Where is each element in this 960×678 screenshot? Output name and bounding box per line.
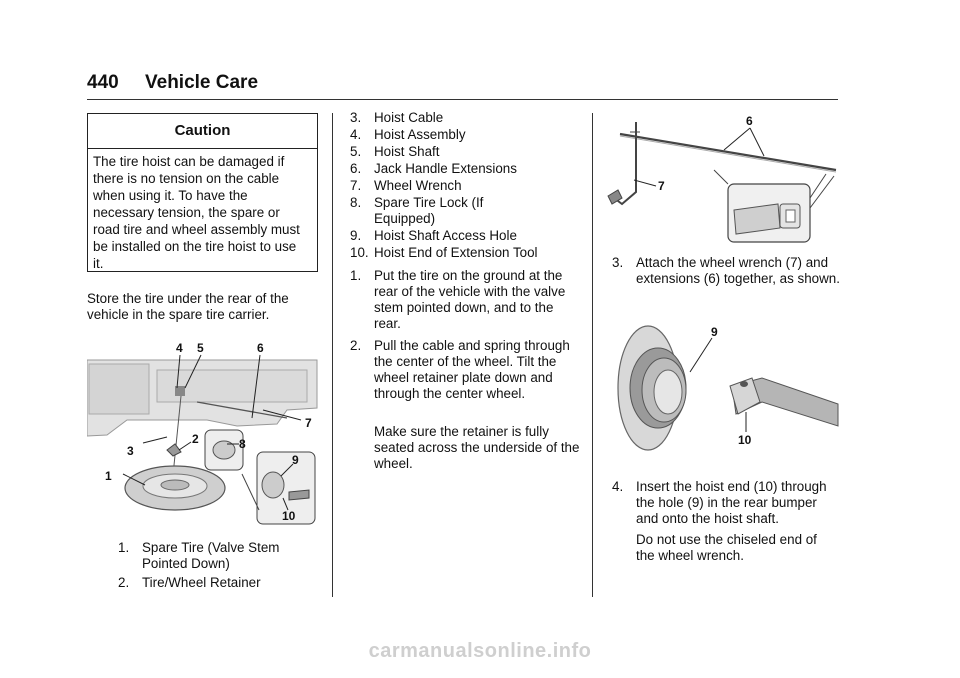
caution-divider [88,148,317,149]
section-title: Vehicle Care [145,72,259,93]
caution-text: The tire hoist can be damaged if there i… [93,154,300,271]
callout-8: 8 [239,437,246,451]
callout-6: 6 [746,114,753,128]
callout-10: 10 [282,509,296,523]
step-2-note: Make sure the retainer is fully seated a… [374,424,580,471]
column-divider-left [332,113,333,597]
legend-item: 8.Spare Tire Lock (If Equipped) [350,195,484,226]
header-rule [87,99,838,100]
callout-9: 9 [292,453,299,467]
callout-6: 6 [257,341,264,355]
callout-3: 3 [127,444,134,458]
legend-item: 6.Jack Handle Extensions [350,161,517,176]
legend-item: 1.Spare Tire (Valve Stem Pointed Down) [118,540,280,571]
legend-item: 9.Hoist Shaft Access Hole [350,228,517,243]
callout-5: 5 [197,341,204,355]
legend-item: 7.Wheel Wrench [350,178,462,193]
caution-box: Caution The tire hoist can be damaged if… [87,113,318,272]
column-divider-right [592,113,593,597]
hoist-access-hole-illustration: 9 10 [617,325,839,451]
legend-item: 2.Tire/Wheel Retainer [118,575,261,590]
spare-tire-hoist-illustration: 1 2 3 4 5 6 7 8 9 10 [87,341,318,525]
callout-9: 9 [711,325,718,339]
page-number: 440 [87,72,119,93]
callout-7: 7 [658,179,665,193]
page-header: 440 Vehicle Care [87,72,838,100]
intro-paragraph: Store the tire under the rear of the veh… [87,291,289,322]
callout-1: 1 [105,469,112,483]
legend-item: 4.Hoist Assembly [350,127,466,142]
callout-2: 2 [192,432,199,446]
legend-list-left: 1.Spare Tire (Valve Stem Pointed Down) 2… [118,540,318,592]
legend-item: 10.Hoist End of Extension Tool [350,245,538,260]
legend-item: 5.Hoist Shaft [350,144,440,159]
caution-title: Caution [174,122,231,139]
watermark: carmanualsonline.info [368,640,592,662]
callout-4: 4 [176,341,183,355]
legend-list-middle: 3.Hoist Cable 4.Hoist Assembly 5.Hoist S… [350,110,585,262]
legend-item: 3.Hoist Cable [350,110,444,125]
callout-7: 7 [305,416,312,430]
callout-10: 10 [738,433,752,447]
step-4-note: Do not use the chiseled end of the wheel… [636,532,817,563]
wrench-extensions-illustration: 6 7 [607,114,837,243]
